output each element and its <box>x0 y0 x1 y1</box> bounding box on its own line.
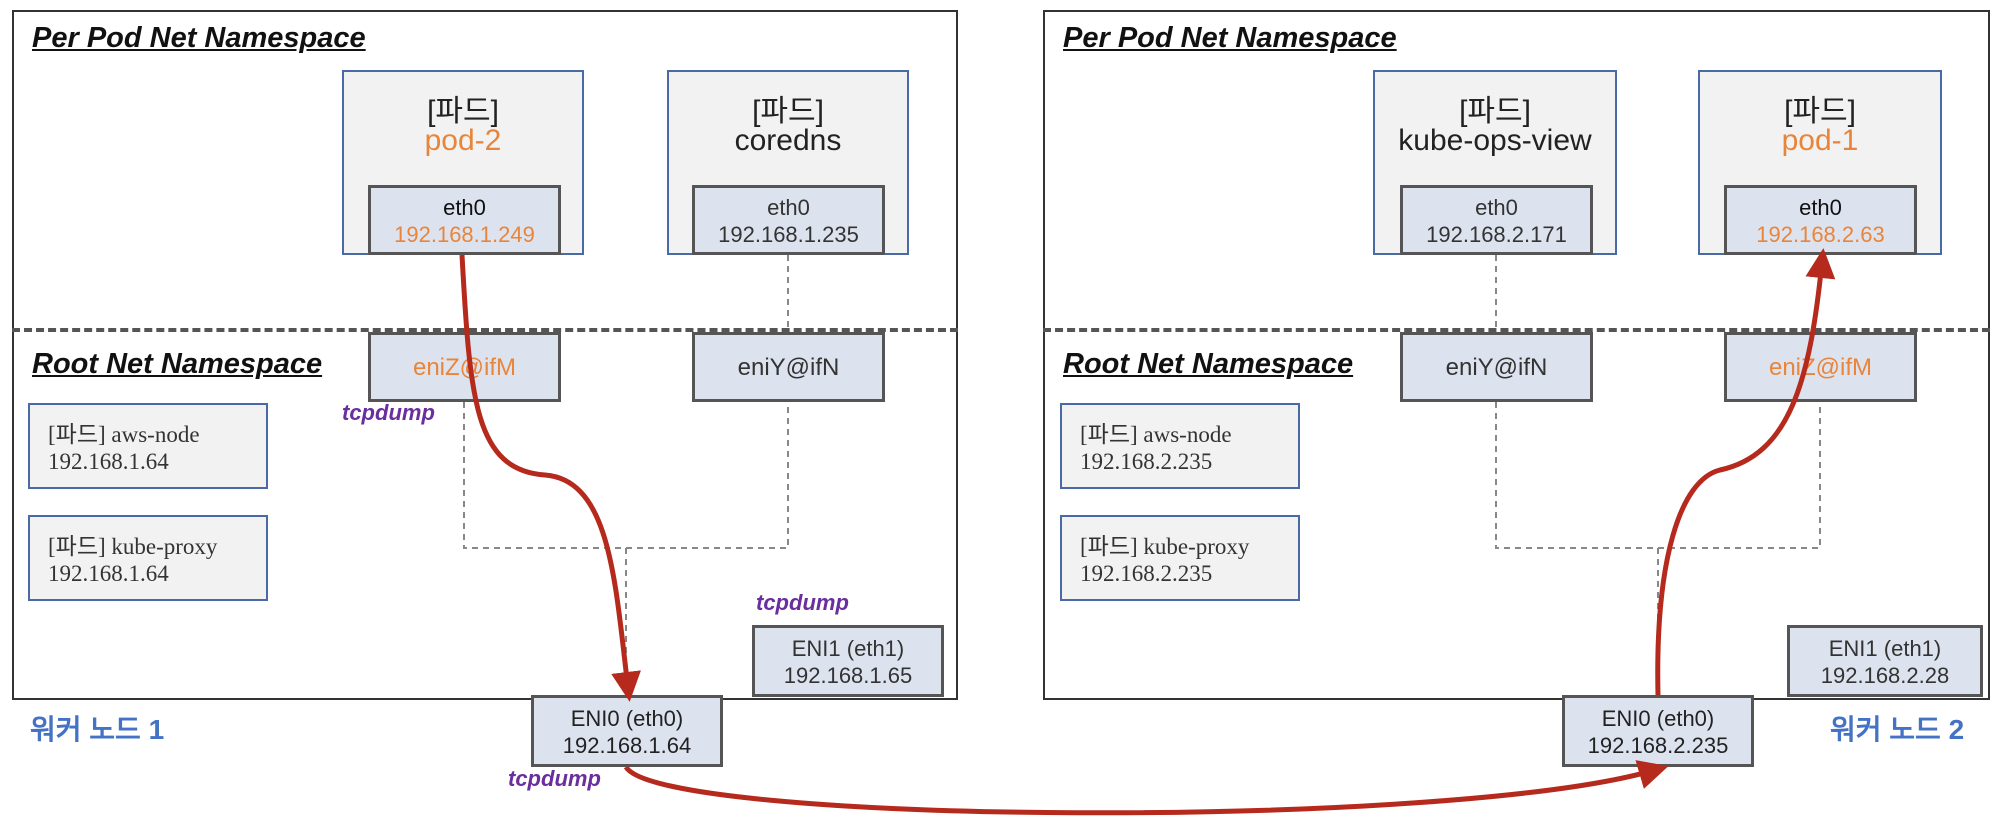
eni-label: ENI1 (eth1) <box>1828 636 1942 661</box>
pod-name: pod-2 <box>424 124 502 157</box>
eni-ip: 192.168.1.65 <box>783 663 913 688</box>
eni0-node1[interactable]: ENI0 (eth0) 192.168.1.64 <box>531 695 723 767</box>
veth-eniy-node2[interactable]: eniY@ifN <box>1400 332 1593 402</box>
root-namespace-label-1: Root Net Namespace <box>32 348 323 380</box>
host-pod-aws-node-1[interactable]: [파드] aws-node 192.168.1.64 <box>28 403 268 489</box>
eni-ip: 192.168.2.235 <box>1587 733 1729 758</box>
pod-2-eth0[interactable]: eth0 192.168.1.249 <box>368 185 561 255</box>
host-pod-name: [파드] aws-node <box>48 422 200 447</box>
host-pod-name: [파드] kube-proxy <box>1080 534 1250 559</box>
pod-1-eth0[interactable]: eth0 192.168.2.63 <box>1724 185 1917 255</box>
eth-label: eth0 <box>1475 195 1518 220</box>
eth-ip: 192.168.1.249 <box>394 222 535 247</box>
host-pod-ip: 192.168.1.64 <box>48 561 169 586</box>
worker-node-2-label: 워커 노드 2 <box>1830 714 1965 745</box>
pod-title: [파드] <box>752 95 824 128</box>
eni-label: ENI0 (eth0) <box>570 706 684 731</box>
coredns-eth0[interactable]: eth0 192.168.1.235 <box>692 185 885 255</box>
host-pod-ip: 192.168.2.235 <box>1080 561 1213 586</box>
host-pod-aws-node-2[interactable]: [파드] aws-node 192.168.2.235 <box>1060 403 1300 489</box>
pod-title: [파드] <box>1784 95 1856 128</box>
eni1-node2[interactable]: ENI1 (eth1) 192.168.2.28 <box>1787 625 1983 697</box>
tcpdump-label-eni1: tcpdump <box>756 590 849 615</box>
eni1-node1[interactable]: ENI1 (eth1) 192.168.1.65 <box>752 625 944 697</box>
namespace-separator-2 <box>1043 328 1990 332</box>
eth-ip: 192.168.2.171 <box>1426 222 1567 247</box>
root-namespace-label-2: Root Net Namespace <box>1063 348 1354 380</box>
per-pod-namespace-label-1: Per Pod Net Namespace <box>32 22 366 54</box>
pod-name: pod-1 <box>1781 124 1859 157</box>
eth-ip: 192.168.1.235 <box>718 222 859 247</box>
eni-label: ENI0 (eth0) <box>1601 706 1715 731</box>
eth-label: eth0 <box>767 195 810 220</box>
pod-title: [파드] <box>427 95 499 128</box>
eni-label: ENI1 (eth1) <box>791 636 905 661</box>
pod-title: [파드] <box>1459 95 1531 128</box>
kube-ops-view-eth0[interactable]: eth0 192.168.2.171 <box>1400 185 1593 255</box>
host-pod-ip: 192.168.1.64 <box>48 449 169 474</box>
host-pod-ip: 192.168.2.235 <box>1080 449 1213 474</box>
tcpdump-label-eni0: tcpdump <box>508 766 601 791</box>
host-pod-kube-proxy-1[interactable]: [파드] kube-proxy 192.168.1.64 <box>28 515 268 601</box>
veth-eniy-node1[interactable]: eniY@ifN <box>692 332 885 402</box>
pod-name: coredns <box>734 124 842 157</box>
worker-node-1-label: 워커 노드 1 <box>30 714 165 745</box>
per-pod-namespace-label-2: Per Pod Net Namespace <box>1063 22 1397 54</box>
host-pod-name: [파드] aws-node <box>1080 422 1232 447</box>
eth-ip: 192.168.2.63 <box>1756 222 1885 247</box>
veth-eniz-node1[interactable]: eniZ@ifM <box>368 332 561 402</box>
host-pod-name: [파드] kube-proxy <box>48 534 218 559</box>
eni-ip: 192.168.1.64 <box>562 733 692 758</box>
eni0-node2[interactable]: ENI0 (eth0) 192.168.2.235 <box>1562 695 1754 767</box>
veth-eniz-node2[interactable]: eniZ@ifM <box>1724 332 1917 402</box>
pod-name: kube-ops-view <box>1398 124 1592 157</box>
eth-label: eth0 <box>443 195 486 220</box>
host-pod-kube-proxy-2[interactable]: [파드] kube-proxy 192.168.2.235 <box>1060 515 1300 601</box>
eni-ip: 192.168.2.28 <box>1820 663 1950 688</box>
tcpdump-label-veth: tcpdump <box>342 400 435 425</box>
eth-label: eth0 <box>1799 195 1842 220</box>
arrow-eni0-to-eni0 <box>623 760 1669 816</box>
